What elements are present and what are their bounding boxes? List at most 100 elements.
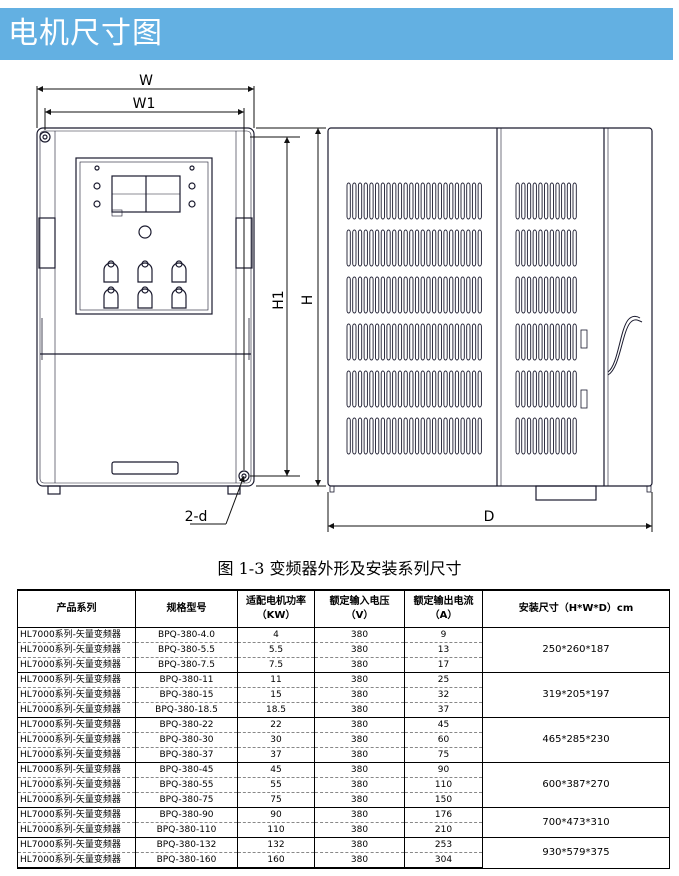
vent-slot xyxy=(346,370,351,408)
vent-slot xyxy=(432,323,437,361)
cell-voltage: 380 xyxy=(314,672,405,688)
cell-voltage: 380 xyxy=(314,717,405,733)
vent-slot xyxy=(515,323,520,361)
vent-slot xyxy=(426,417,431,455)
header-col-series: 产品系列 xyxy=(17,589,136,628)
vent-slot xyxy=(555,417,560,455)
vent-slot xyxy=(538,370,543,408)
vent-slot xyxy=(538,276,543,314)
vent-slot xyxy=(403,370,408,408)
vent-slot xyxy=(572,182,577,220)
vent-slot xyxy=(544,417,549,455)
vent-slot xyxy=(549,182,554,220)
cell-series: HL7000系列-矢量变频器 xyxy=(17,687,136,703)
cell-series: HL7000系列-矢量变频器 xyxy=(17,747,136,763)
vent-slot xyxy=(460,323,465,361)
vent-slot xyxy=(466,229,471,267)
vent-slot xyxy=(555,229,560,267)
cell-install-size: 930*579*375 xyxy=(482,837,670,869)
vent-slot xyxy=(397,323,403,361)
vent-slot xyxy=(420,417,425,455)
vent-slot xyxy=(357,182,363,220)
vent-slot xyxy=(443,417,448,455)
table-header-row: 产品系列规格型号适配电机功率 （KW）额定输入电压 （V）额定输出电流 （A）安… xyxy=(17,589,670,628)
cell-power: 45 xyxy=(237,762,315,778)
vent-slot xyxy=(375,323,380,361)
cell-voltage: 380 xyxy=(314,807,405,823)
vent-slot xyxy=(526,276,532,314)
cell-current: 37 xyxy=(404,702,483,718)
vent-slot xyxy=(397,370,403,408)
dim-label-w1: W1 xyxy=(133,96,156,112)
cell-model: BPQ-380-4.0 xyxy=(135,627,238,643)
cell-voltage: 380 xyxy=(314,852,405,869)
vent-slot xyxy=(397,182,403,220)
vent-slot xyxy=(449,276,454,314)
cell-install-size: 700*473*310 xyxy=(482,807,670,838)
vent-slot xyxy=(403,276,408,314)
vent-slot xyxy=(521,229,526,267)
vent-slot xyxy=(555,323,560,361)
cell-current: 45 xyxy=(404,717,483,733)
vent-slot xyxy=(369,182,374,220)
vent-slot xyxy=(449,323,454,361)
vent-slot xyxy=(363,229,368,267)
vent-slot xyxy=(437,182,442,220)
mount-hole-top xyxy=(39,131,51,143)
vent-slot xyxy=(532,182,537,220)
cell-series: HL7000系列-矢量变频器 xyxy=(17,807,136,823)
cell-power: 11 xyxy=(237,672,315,688)
vent-slot xyxy=(346,229,351,267)
vent-slot xyxy=(454,370,460,408)
vent-slot xyxy=(477,276,482,314)
vent-slot xyxy=(363,417,368,455)
vent-slot xyxy=(454,182,460,220)
vent-slot xyxy=(443,229,448,267)
cell-series: HL7000系列-矢量变频器 xyxy=(17,777,136,793)
spec-table: 产品系列规格型号适配电机功率 （KW）额定输入电压 （V）额定输出电流 （A）安… xyxy=(17,589,670,869)
cell-current: 9 xyxy=(404,627,483,643)
vent-slot xyxy=(477,417,482,455)
vent-slot xyxy=(392,229,397,267)
vent-slot xyxy=(375,229,380,267)
cell-voltage: 380 xyxy=(314,747,405,763)
cell-current: 75 xyxy=(404,747,483,763)
vent-slot xyxy=(466,276,471,314)
vent-slot xyxy=(426,229,431,267)
vent-slot xyxy=(538,229,543,267)
vent-slot xyxy=(352,370,357,408)
vent-slot xyxy=(375,182,380,220)
vent-slot xyxy=(392,182,397,220)
vent-slot xyxy=(432,229,437,267)
vent-slot xyxy=(538,417,543,455)
cell-series: HL7000系列-矢量变频器 xyxy=(17,732,136,748)
side-view xyxy=(327,127,653,501)
vent-slot xyxy=(532,417,537,455)
vent-slot xyxy=(466,182,471,220)
cell-series: HL7000系列-矢量变频器 xyxy=(17,657,136,673)
vent-slot xyxy=(561,417,566,455)
vent-slot xyxy=(544,370,549,408)
cell-model: BPQ-380-37 xyxy=(135,747,238,763)
vent-slot xyxy=(566,182,572,220)
cell-model: BPQ-380-75 xyxy=(135,792,238,808)
vent-slot xyxy=(392,370,397,408)
cell-power: 90 xyxy=(237,807,315,823)
vent-slot xyxy=(443,276,448,314)
cell-power: 7.5 xyxy=(237,657,315,673)
vent-slot xyxy=(515,276,520,314)
vent-slot xyxy=(471,417,477,455)
vent-slot xyxy=(357,229,363,267)
cell-power: 55 xyxy=(237,777,315,793)
vent-slot xyxy=(363,323,368,361)
vent-slot xyxy=(420,276,425,314)
vent-slot xyxy=(426,370,431,408)
cell-current: 13 xyxy=(404,642,483,658)
vent-slot xyxy=(454,323,460,361)
cell-voltage: 380 xyxy=(314,792,405,808)
vent-slot xyxy=(357,323,363,361)
